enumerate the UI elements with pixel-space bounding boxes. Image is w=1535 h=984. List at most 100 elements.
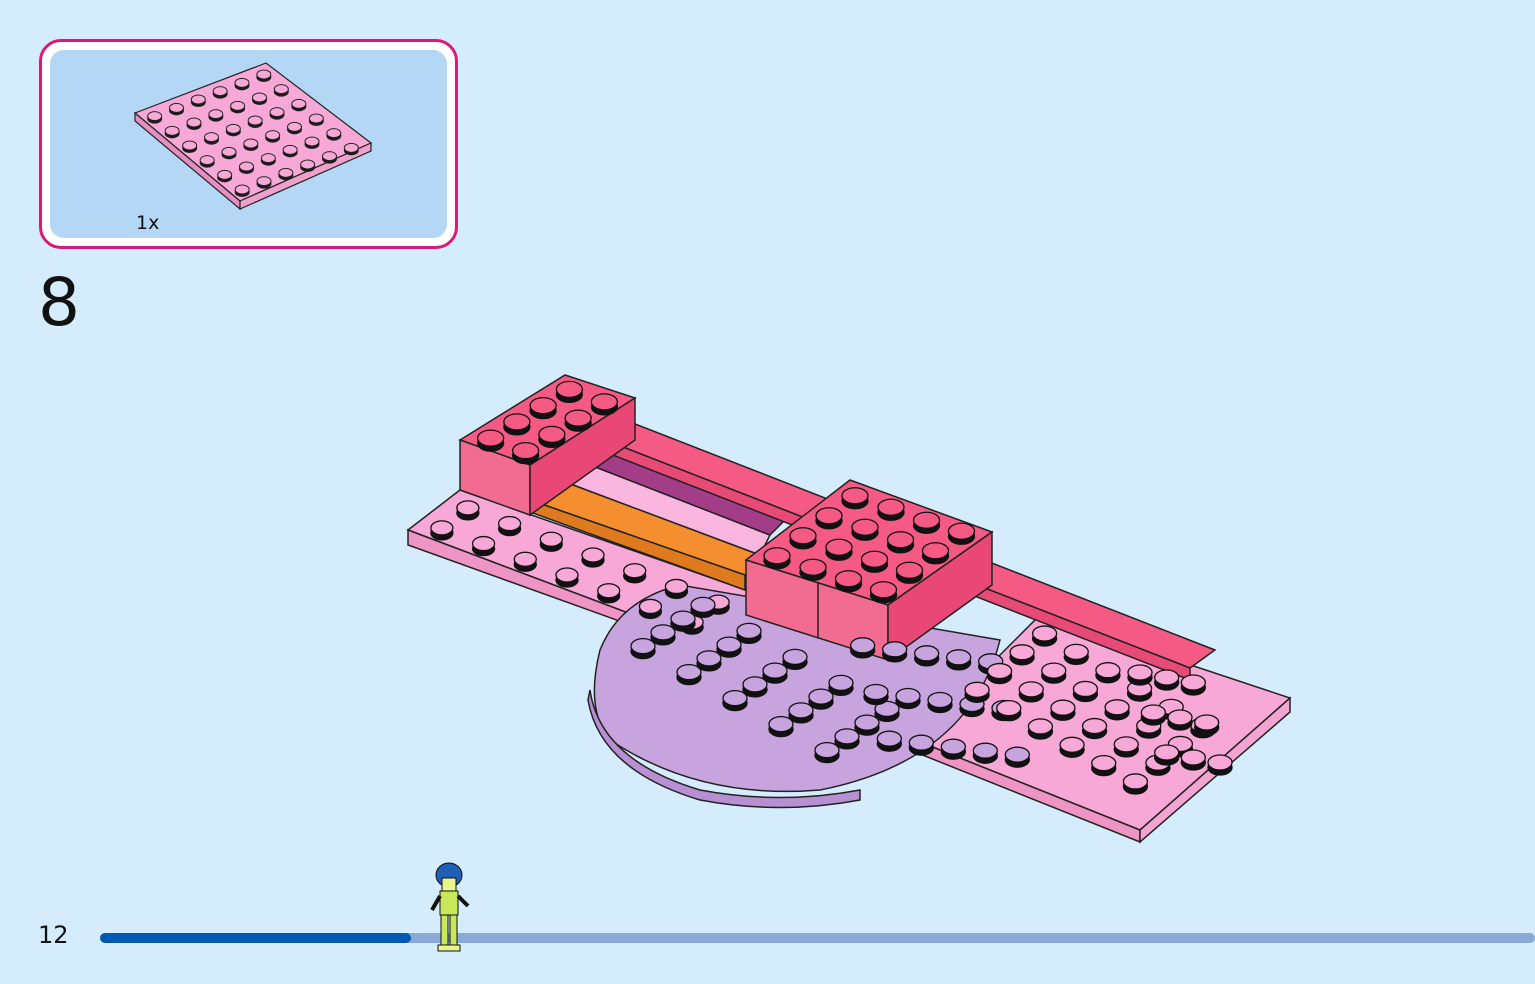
stud-brick-right xyxy=(921,542,950,565)
stud-round-plate xyxy=(882,641,908,663)
stud-round-plate xyxy=(940,738,966,760)
stud-brick-left xyxy=(529,396,557,420)
stud-left-plate xyxy=(513,551,537,572)
stud-right-plate xyxy=(1031,625,1058,647)
plate-stud xyxy=(182,140,198,153)
stud-right-plate xyxy=(1050,699,1076,721)
plate-stud xyxy=(230,100,246,114)
stud-brick-left xyxy=(476,429,505,452)
stud-left-plate xyxy=(539,531,563,552)
part-quantity: 1x xyxy=(136,212,160,234)
stud-right-plate xyxy=(1027,718,1054,740)
plate-stud xyxy=(186,117,202,130)
stud-round-plate xyxy=(788,702,814,724)
stud-left-plate xyxy=(638,598,663,620)
stud-round-plate xyxy=(722,689,748,712)
plate-stud xyxy=(273,84,289,97)
plate-stud xyxy=(199,155,215,168)
stud-round-plate xyxy=(828,674,854,697)
stud-brick-left xyxy=(555,380,584,404)
stud-brick-right xyxy=(851,518,879,541)
plate-stud xyxy=(256,176,272,189)
plate-stud xyxy=(278,167,294,181)
plate-stud xyxy=(208,109,224,122)
plate-stud xyxy=(252,92,267,105)
stud-brick-left xyxy=(511,441,540,465)
stud-round-plate xyxy=(946,649,972,671)
stud-round-plate xyxy=(1004,746,1030,768)
plate-stud xyxy=(243,138,259,151)
stud-round-plate xyxy=(716,636,742,658)
stud-round-plate xyxy=(762,662,788,684)
stud-brick-right xyxy=(815,507,843,530)
plate-stud xyxy=(326,128,342,141)
stud-right-plate xyxy=(1127,664,1153,686)
stud-right-plate xyxy=(1104,699,1130,721)
progress-bar-remaining xyxy=(100,933,1535,943)
stud-round-plate xyxy=(808,688,834,710)
stud-right-plate xyxy=(1113,736,1139,758)
plate-stud xyxy=(225,123,241,137)
stud-right-plate xyxy=(1059,736,1085,758)
plate-stud xyxy=(239,161,254,174)
progress-bar-completed xyxy=(100,933,412,943)
stud-right-plate xyxy=(1041,662,1067,684)
stud-brick-right xyxy=(895,561,924,584)
stud-right-plate xyxy=(964,681,990,703)
stud-right-plate xyxy=(1072,680,1099,703)
stud-right-plate xyxy=(1122,773,1149,795)
plate-stud xyxy=(265,130,281,143)
plate-stud xyxy=(308,113,324,126)
stud-brick-right xyxy=(799,558,827,581)
stud-round-plate xyxy=(814,741,840,764)
plate-stud xyxy=(212,86,228,99)
stud-right-plate xyxy=(1167,709,1193,731)
stud-round-plate xyxy=(874,700,900,723)
stud-round-plate xyxy=(959,695,985,718)
step-number: 8 xyxy=(38,264,80,341)
stud-brick-right xyxy=(834,570,863,593)
stud-right-plate xyxy=(1063,643,1089,666)
stud-right-plate xyxy=(996,699,1022,722)
stud-round-plate xyxy=(863,683,889,706)
plate-stud xyxy=(343,142,359,156)
stud-brick-right xyxy=(912,511,941,534)
stud-round-plate xyxy=(676,663,702,686)
stud-round-plate xyxy=(768,715,794,738)
plate-stud xyxy=(221,146,237,160)
plate-stud xyxy=(234,77,250,91)
stud-brick-left xyxy=(503,413,531,436)
stud-round-plate xyxy=(908,734,934,756)
stud-brick-right xyxy=(877,498,905,521)
stud-brick-right xyxy=(860,550,889,573)
plate-6x6-icon xyxy=(133,62,373,211)
stud-left-plate xyxy=(597,583,621,604)
stud-right-plate xyxy=(1081,717,1108,740)
stud-round-plate xyxy=(742,676,768,698)
stud-left-plate xyxy=(581,547,605,568)
plate-stud xyxy=(234,184,250,197)
stud-round-plate xyxy=(696,650,722,672)
stud-left-plate xyxy=(471,535,496,557)
plate-stud xyxy=(269,107,285,120)
minifigure-icon xyxy=(430,862,470,952)
plate-stud xyxy=(204,132,219,145)
stud-brick-right xyxy=(886,531,915,554)
plate-stud xyxy=(169,102,184,116)
stud-brick-right xyxy=(947,522,976,545)
page-number: 12 xyxy=(38,921,69,949)
stud-right-plate xyxy=(1154,744,1180,766)
plate-stud xyxy=(304,136,320,149)
plate-stud xyxy=(247,115,263,128)
stud-round-plate xyxy=(850,637,876,659)
stud-brick-left xyxy=(538,425,566,449)
plate-stud xyxy=(282,144,298,158)
stud-left-plate xyxy=(664,578,689,600)
plate-stud xyxy=(217,169,233,183)
stud-round-plate xyxy=(972,742,998,764)
stud-brick-right xyxy=(825,538,853,561)
stud-round-plate xyxy=(927,691,953,714)
stud-round-plate xyxy=(914,645,940,667)
stud-right-plate xyxy=(1194,714,1220,736)
stud-round-plate xyxy=(736,622,762,645)
